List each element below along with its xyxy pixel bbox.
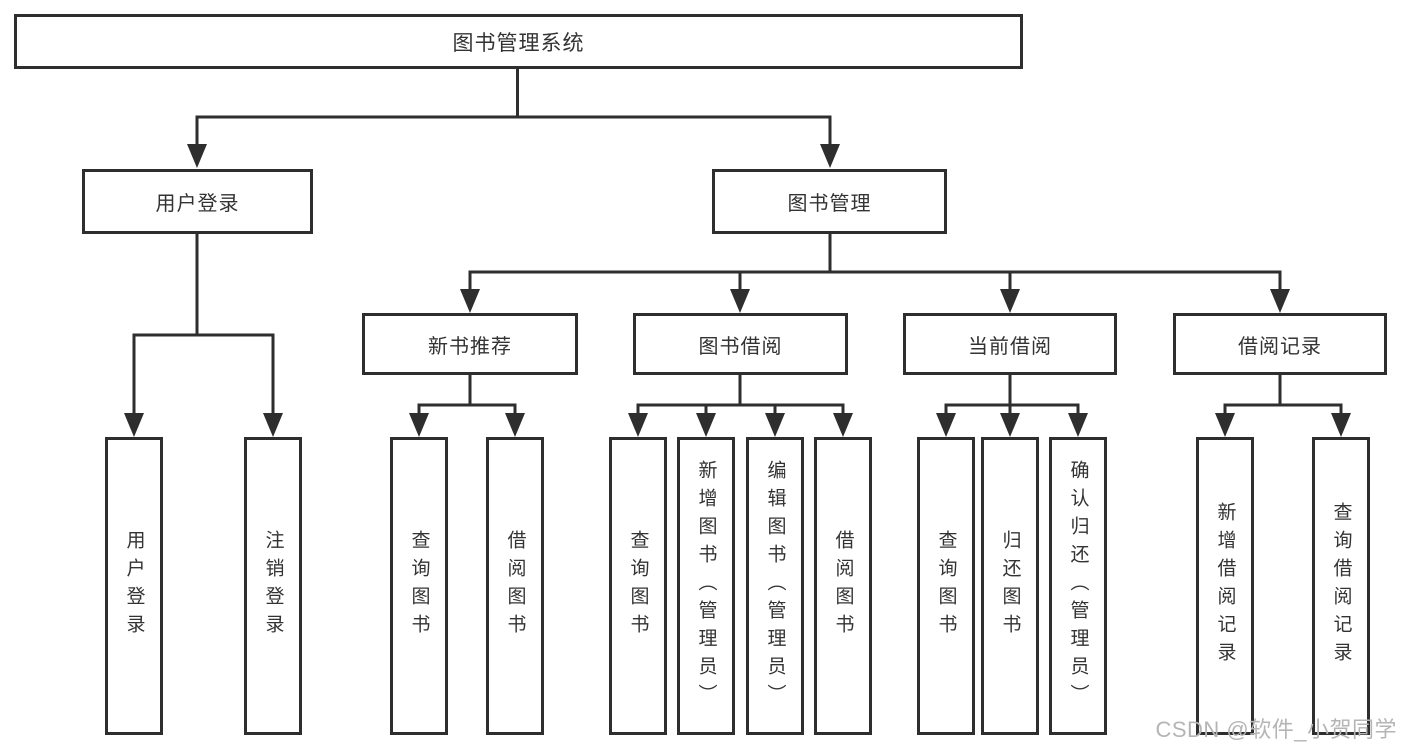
arrowhead: [820, 144, 840, 168]
node-book-management: 图书管理: [712, 169, 947, 234]
arrowhead: [124, 413, 144, 437]
arrowhead: [1000, 289, 1020, 313]
leaf-user-login-label: 用户登录: [123, 530, 145, 642]
arrowhead: [628, 413, 648, 437]
leaf-borrow-book-1-label: 借阅图书: [504, 530, 526, 642]
leaf-user-login: 用户登录: [105, 437, 163, 735]
leaf-borrow-book-1: 借阅图书: [486, 437, 544, 735]
leaf-add-borrow-record: 新增借阅记录: [1196, 437, 1254, 735]
node-new-book-recommend: 新书推荐: [362, 313, 578, 375]
leaf-query-book-1-label: 查询图书: [408, 530, 430, 642]
node-book-borrow: 图书借阅: [633, 313, 848, 375]
arrowhead: [936, 413, 956, 437]
leaf-logout-label: 注销登录: [262, 530, 284, 642]
arrowhead: [1331, 413, 1351, 437]
node-current-borrow: 当前借阅: [903, 313, 1117, 375]
arrowhead: [1270, 289, 1290, 313]
leaf-edit-book-admin: 编辑图书（管理员）: [746, 437, 804, 735]
leaf-logout: 注销登录: [244, 437, 302, 735]
arrowhead: [1215, 413, 1235, 437]
leaf-return-book: 归还图书: [981, 437, 1039, 735]
arrowhead: [1068, 413, 1088, 437]
connector-root-split: [195, 69, 832, 145]
connector-book-management-split: [468, 234, 1282, 290]
arrowhead: [187, 144, 207, 168]
connector-user-login-split: [132, 234, 275, 414]
leaf-borrow-book-2: 借阅图书: [814, 437, 872, 735]
arrowhead: [833, 413, 853, 437]
leaf-confirm-return-admin-label: 确认归还（管理员）: [1067, 460, 1089, 712]
arrowhead: [460, 289, 480, 313]
connector-book-borrow-split: [636, 375, 845, 414]
arrowhead: [1000, 413, 1020, 437]
leaf-query-book-3: 查询图书: [917, 437, 975, 735]
connector-borrow-record-split: [1223, 375, 1343, 414]
node-library-management-system: 图书管理系统: [14, 14, 1023, 69]
leaf-return-book-label: 归还图书: [999, 530, 1021, 642]
leaf-query-borrow-record: 查询借阅记录: [1312, 437, 1370, 735]
arrowhead: [765, 413, 785, 437]
leaf-confirm-return-admin: 确认归还（管理员）: [1049, 437, 1107, 735]
leaf-query-book-2: 查询图书: [609, 437, 667, 735]
connector-new-book-split: [417, 375, 517, 414]
watermark: CSDN @软件_小贺同学: [1155, 717, 1397, 742]
arrowhead: [696, 413, 716, 437]
leaf-add-book-admin: 新增图书（管理员）: [677, 437, 735, 735]
node-user-login: 用户登录: [82, 169, 313, 234]
node-borrow-record: 借阅记录: [1173, 313, 1387, 375]
arrowhead: [730, 289, 750, 313]
arrowhead: [263, 413, 283, 437]
leaf-query-book-3-label: 查询图书: [935, 530, 957, 642]
leaf-borrow-book-2-label: 借阅图书: [832, 530, 854, 642]
leaf-add-book-admin-label: 新增图书（管理员）: [695, 460, 717, 712]
arrowhead: [505, 413, 525, 437]
leaf-add-borrow-record-label: 新增借阅记录: [1214, 502, 1236, 670]
leaf-query-book-1: 查询图书: [390, 437, 448, 735]
leaf-edit-book-admin-label: 编辑图书（管理员）: [764, 460, 786, 712]
connector-current-borrow-split: [944, 375, 1080, 414]
leaf-query-book-2-label: 查询图书: [627, 530, 649, 642]
leaf-query-borrow-record-label: 查询借阅记录: [1330, 502, 1352, 670]
arrowhead: [409, 413, 429, 437]
